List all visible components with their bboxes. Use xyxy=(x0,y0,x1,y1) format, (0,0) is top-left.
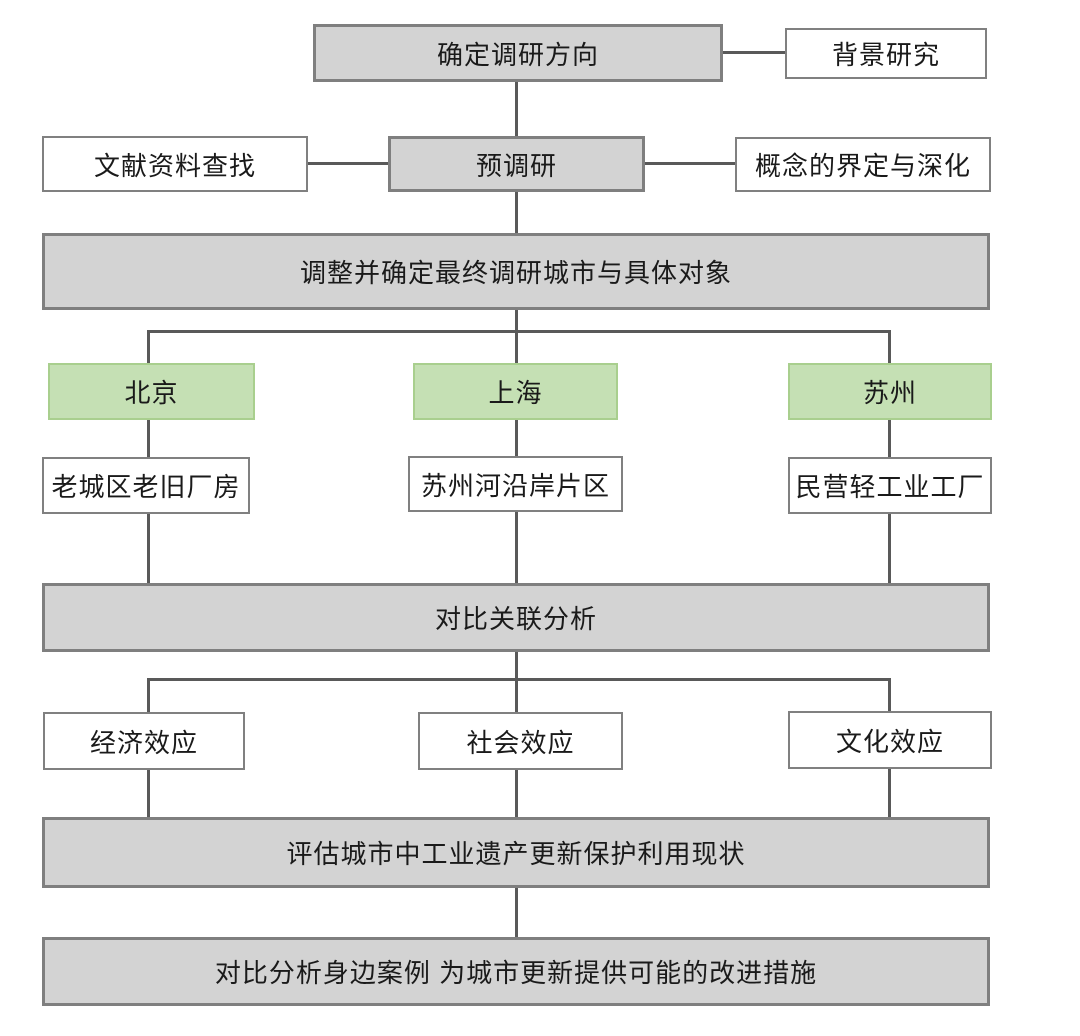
connector-compare-branch xyxy=(515,652,518,680)
node-cultural-effect: 文化效应 xyxy=(788,711,992,769)
connector-suzhou-site xyxy=(888,420,891,457)
connector-confirm-branch xyxy=(515,310,518,332)
node-city-beijing: 北京 xyxy=(48,363,255,420)
branch-bar-cities xyxy=(147,330,891,333)
node-site-old-factory-district: 老城区老旧厂房 xyxy=(42,457,250,514)
node-confirm-cities-targets: 调整并确定最终调研城市与具体对象 xyxy=(42,233,990,310)
node-determine-research-direction: 确定调研方向 xyxy=(313,24,723,82)
connector-evaluate-improve xyxy=(515,888,518,937)
connector-presurvey-confirm xyxy=(515,192,518,233)
node-comparative-analysis: 对比关联分析 xyxy=(42,583,990,652)
node-economic-effect: 经济效应 xyxy=(43,712,245,770)
branch-bar-effects xyxy=(147,678,891,681)
connector-social-evaluate xyxy=(515,770,518,817)
connector-economic-evaluate xyxy=(147,770,150,817)
connector-cultural-evaluate xyxy=(888,769,891,817)
connector-site3-compare xyxy=(888,514,891,583)
node-site-suzhou-creek: 苏州河沿岸片区 xyxy=(408,456,623,512)
connector-direction-background xyxy=(723,51,785,54)
connector-branch-social xyxy=(515,678,518,712)
node-literature-search: 文献资料查找 xyxy=(42,136,308,192)
connector-branch-cultural xyxy=(888,678,891,711)
node-social-effect: 社会效应 xyxy=(418,712,623,770)
node-pre-survey: 预调研 xyxy=(388,136,645,192)
node-site-private-light-industry: 民营轻工业工厂 xyxy=(788,457,992,514)
connector-shanghai-site xyxy=(515,420,518,456)
connector-direction-presurvey xyxy=(515,82,518,136)
connector-presurvey-concept xyxy=(645,162,735,165)
node-evaluate-heritage-status: 评估城市中工业遗产更新保护利用现状 xyxy=(42,817,990,888)
node-improvement-measures: 对比分析身边案例 为城市更新提供可能的改进措施 xyxy=(42,937,990,1006)
node-background-research: 背景研究 xyxy=(785,28,987,79)
connector-site2-compare xyxy=(515,512,518,583)
connector-site1-compare xyxy=(147,514,150,583)
connector-beijing-site xyxy=(147,420,150,457)
connector-branch-suzhou xyxy=(888,330,891,363)
connector-literature-presurvey xyxy=(308,162,388,165)
connector-branch-economic xyxy=(147,678,150,712)
node-city-suzhou: 苏州 xyxy=(788,363,992,420)
connector-branch-shanghai xyxy=(515,330,518,363)
connector-branch-beijing xyxy=(147,330,150,363)
node-concept-definition: 概念的界定与深化 xyxy=(735,137,991,192)
node-city-shanghai: 上海 xyxy=(413,363,618,420)
